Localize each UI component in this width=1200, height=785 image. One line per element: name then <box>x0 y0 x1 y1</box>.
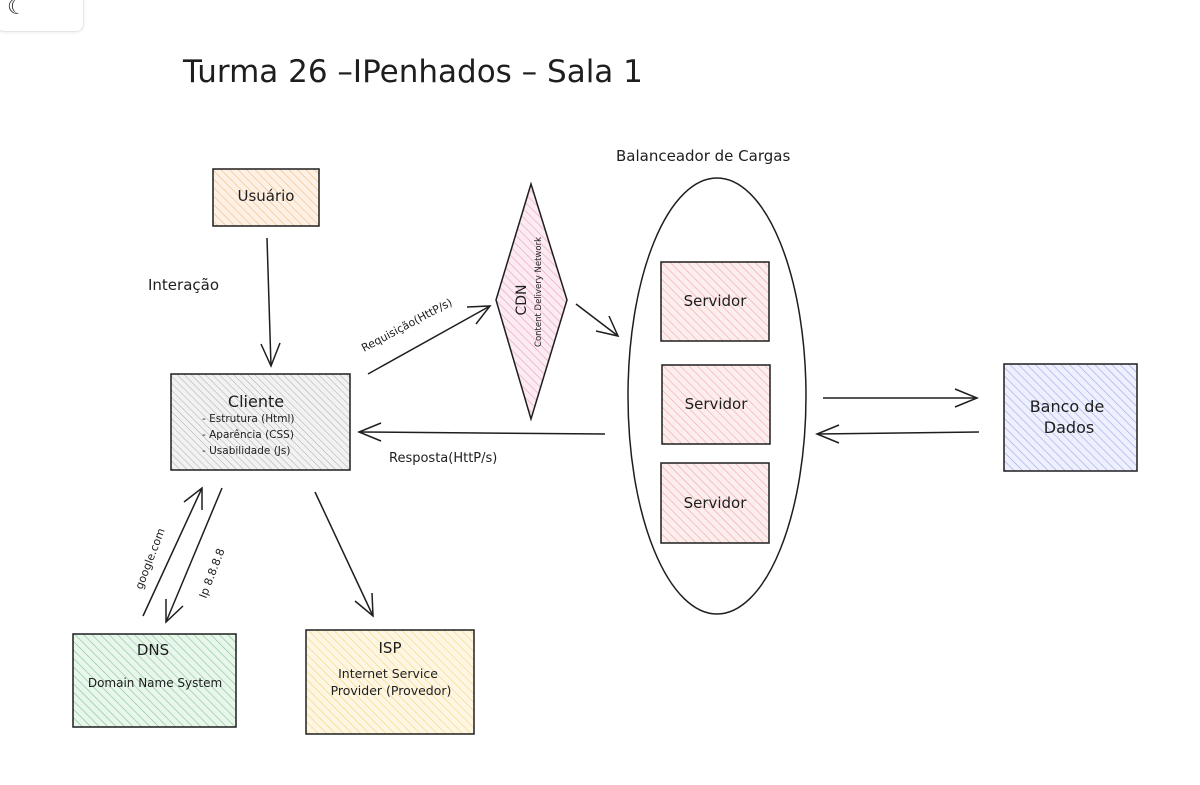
google-edge: google.com <box>133 486 203 617</box>
cdn-label: CDN <box>514 284 530 315</box>
servidor-label-1: Servidor <box>684 292 748 310</box>
balanceador-banco-edge <box>823 388 979 408</box>
cliente-line-1: - Estrutura (Html) <box>202 413 295 425</box>
banco-balanceador-edge <box>815 424 980 444</box>
cdn-balanceador-edge <box>575 303 620 338</box>
balanceador-label: Balanceador de Cargas <box>616 147 790 165</box>
page-title: Turma 26 –IPenhados – Sala 1 <box>182 54 643 90</box>
interacao-edge: Interação <box>148 237 281 368</box>
resposta-edge: Resposta(HttP/s) <box>357 422 606 466</box>
dns-sub: Domain Name System <box>88 676 222 690</box>
cliente-node[interactable]: Cliente - Estrutura (Html) - Aparência (… <box>170 373 351 471</box>
servidor-node-1[interactable]: Servidor <box>660 261 770 342</box>
ip-label: Ip 8.8.8.8 <box>197 547 228 600</box>
resposta-label: Resposta(HttP/s) <box>389 451 497 466</box>
servidor-node-3[interactable]: Servidor <box>660 462 770 544</box>
cdn-sub-label: Content Delivery Network <box>534 237 544 347</box>
usuario-node[interactable]: Usuário <box>212 168 320 227</box>
banco-label-1: Banco de <box>1030 397 1105 416</box>
banco-label-2: Dados <box>1044 418 1094 437</box>
servidor-label-3: Servidor <box>684 494 748 512</box>
cliente-line-3: - Usabilidade (Js) <box>202 445 290 457</box>
requisicao-label: Requisição(HttP/s) <box>359 296 454 355</box>
isp-title: ISP <box>379 639 402 657</box>
usuario-label: Usuário <box>237 187 294 205</box>
ip-edge: Ip 8.8.8.8 <box>165 487 228 624</box>
google-label: google.com <box>133 526 168 591</box>
menu-button[interactable]: ☾ <box>0 0 84 32</box>
dns-node[interactable]: DNS Domain Name System <box>72 633 237 728</box>
cdn-node[interactable]: CDN Content Delivery Network <box>495 181 568 422</box>
isp-line-2: Provider (Provedor) <box>331 683 452 698</box>
moon-icon: ☾ <box>7 0 27 20</box>
banco-node[interactable]: Banco de Dados <box>1003 363 1138 472</box>
isp-line-1: Internet Service <box>338 666 438 681</box>
servidor-label-2: Servidor <box>685 395 749 413</box>
cliente-title: Cliente <box>228 392 284 411</box>
servidor-node-2[interactable]: Servidor <box>661 364 771 445</box>
dns-title: DNS <box>137 641 169 659</box>
isp-node[interactable]: ISP Internet Service Provider (Provedor) <box>305 629 475 735</box>
cliente-line-2: - Aparência (CSS) <box>202 429 294 441</box>
interacao-label: Interação <box>148 276 219 294</box>
isp-edge <box>314 491 374 618</box>
requisicao-edge: Requisição(HttP/s) <box>359 296 492 375</box>
balanceador-node[interactable]: Balanceador de Cargas <box>616 147 807 615</box>
